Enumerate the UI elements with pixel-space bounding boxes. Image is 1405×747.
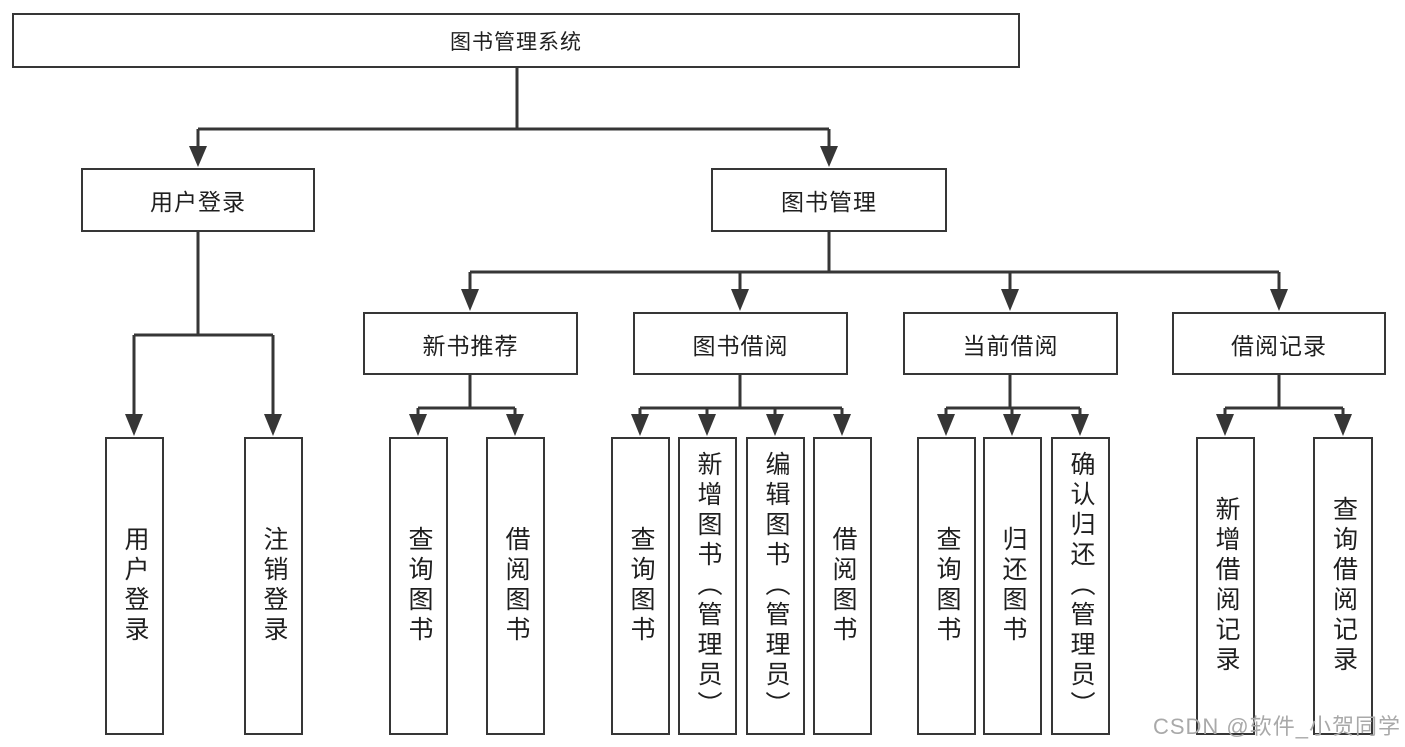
leaf-query-books-borrowing: 查询图书 — [611, 437, 670, 735]
node-label: 当前借阅 — [962, 332, 1059, 359]
leaf-edit-book-admin: 编辑图书（管理员） — [746, 437, 805, 735]
node-label: 图书管理 — [781, 189, 877, 215]
leaf-add-book-admin: 新增图书（管理员） — [678, 437, 737, 735]
node-label: 确认归还（管理员） — [1067, 451, 1095, 721]
leaf-logout: 注销登录 — [244, 437, 303, 735]
node-label: 查询图书 — [627, 526, 655, 646]
leaf-add-borrow-record: 新增借阅记录 — [1196, 437, 1255, 735]
node-current-borrowing: 当前借阅 — [903, 312, 1118, 375]
node-new-book-recommend: 新书推荐 — [363, 312, 578, 375]
node-label: 借阅图书 — [829, 526, 857, 646]
node-borrowing-records: 借阅记录 — [1172, 312, 1386, 375]
node-label: 编辑图书（管理员） — [762, 451, 790, 721]
node-label: 图书借阅 — [692, 332, 789, 359]
node-label: 查询图书 — [933, 526, 961, 646]
node-label: 借阅记录 — [1231, 332, 1327, 359]
node-book-borrowing: 图书借阅 — [633, 312, 848, 375]
leaf-return-books: 归还图书 — [983, 437, 1042, 735]
node-label: 归还图书 — [999, 526, 1027, 646]
leaf-query-books-recommend: 查询图书 — [389, 437, 448, 735]
node-label: 注销登录 — [260, 526, 288, 646]
leaf-borrow-books-recommend: 借阅图书 — [486, 437, 545, 735]
leaf-confirm-return-admin: 确认归还（管理员） — [1051, 437, 1110, 735]
node-label: 新书推荐 — [422, 332, 519, 359]
node-user-login: 用户登录 — [81, 168, 315, 232]
leaf-query-books-current: 查询图书 — [917, 437, 976, 735]
csdn-watermark: CSDN @软件_小贺同学 — [1152, 714, 1401, 739]
node-book-management: 图书管理 — [711, 168, 947, 232]
node-label: 新增图书（管理员） — [694, 451, 722, 721]
node-label: 用户登录 — [150, 189, 246, 215]
node-label: 查询借阅记录 — [1329, 496, 1358, 676]
leaf-query-borrow-record: 查询借阅记录 — [1313, 437, 1373, 735]
node-label: 查询图书 — [405, 526, 433, 646]
node-label: 图书管理系统 — [450, 30, 582, 54]
leaf-borrow-books: 借阅图书 — [813, 437, 872, 735]
node-label: 用户登录 — [121, 526, 149, 646]
node-label: 借阅图书 — [502, 526, 530, 646]
node-library-management-system: 图书管理系统 — [12, 13, 1020, 68]
node-label: 新增借阅记录 — [1212, 496, 1240, 676]
leaf-user-login: 用户登录 — [105, 437, 164, 735]
